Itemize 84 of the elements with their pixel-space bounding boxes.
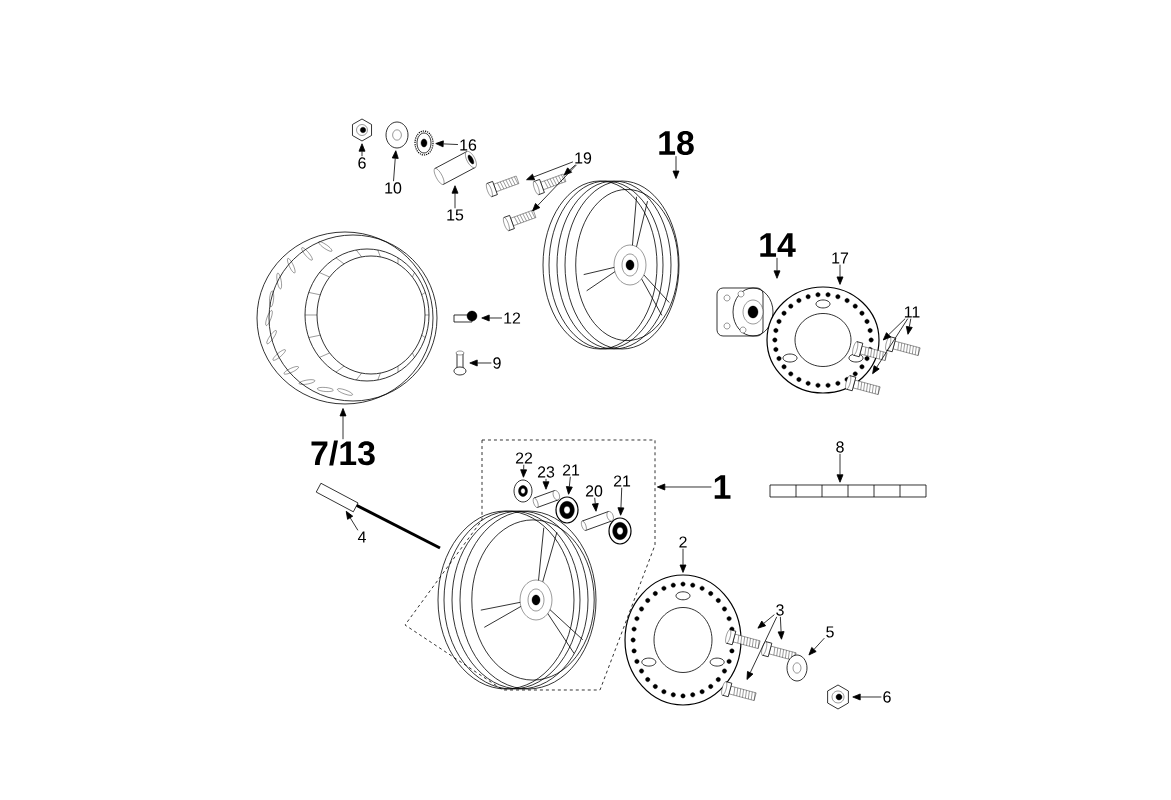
leader-line bbox=[565, 476, 573, 495]
brake-disc bbox=[766, 286, 880, 394]
leader-line bbox=[808, 637, 825, 656]
washer bbox=[786, 654, 808, 682]
callout-number: 11 bbox=[904, 306, 920, 318]
callout-number: 22 bbox=[515, 452, 533, 464]
leader-line bbox=[451, 185, 459, 209]
leader-line bbox=[526, 161, 574, 181]
bolt bbox=[533, 173, 567, 196]
clip bbox=[453, 310, 478, 323]
screw bbox=[845, 375, 881, 395]
callout-number: 10 bbox=[385, 182, 402, 194]
callout-number: 12 bbox=[504, 312, 521, 324]
seal-ring bbox=[513, 479, 533, 503]
collar bbox=[532, 490, 560, 508]
bearing bbox=[608, 517, 632, 545]
leader-line bbox=[672, 155, 680, 179]
callout-number: 23 bbox=[537, 466, 555, 478]
callout-number: 21 bbox=[613, 475, 631, 487]
leader-line bbox=[679, 548, 687, 573]
screw bbox=[852, 341, 888, 361]
nut bbox=[352, 118, 372, 142]
leader-line bbox=[777, 616, 785, 640]
callout-number: 7/13 bbox=[311, 440, 375, 466]
callout-number: 6 bbox=[883, 691, 891, 703]
leader-line bbox=[532, 164, 577, 212]
leader-line bbox=[435, 140, 459, 148]
callout-number: 18 bbox=[659, 131, 694, 155]
bolt bbox=[503, 209, 537, 232]
callout-number: 17 bbox=[832, 252, 849, 264]
callout-number: 5 bbox=[826, 626, 834, 638]
leader-line bbox=[852, 693, 882, 701]
leader-line bbox=[905, 318, 913, 335]
callout-number: 15 bbox=[447, 209, 464, 221]
lock-washer bbox=[414, 130, 434, 156]
callout-number: 14 bbox=[760, 233, 796, 257]
bearing bbox=[555, 496, 579, 524]
leader-line bbox=[339, 408, 347, 440]
tire bbox=[256, 231, 438, 405]
leader-line bbox=[520, 464, 528, 478]
leader-line bbox=[345, 510, 359, 531]
callout-number: 2 bbox=[679, 536, 687, 548]
leader-line bbox=[542, 478, 550, 490]
screw bbox=[721, 681, 757, 701]
nut bbox=[827, 684, 849, 710]
hub bbox=[716, 287, 774, 337]
tire-valve bbox=[453, 350, 467, 376]
screw bbox=[761, 641, 797, 661]
wheel-rim bbox=[542, 180, 680, 350]
leader-line bbox=[656, 483, 712, 491]
leader-line bbox=[469, 359, 492, 367]
leader-line bbox=[746, 616, 778, 680]
collar bbox=[581, 511, 614, 531]
leader-line bbox=[591, 497, 599, 512]
screw bbox=[725, 629, 761, 649]
leader-line bbox=[563, 164, 576, 176]
leader-line bbox=[757, 614, 775, 629]
assembly-outline bbox=[404, 439, 656, 691]
part bbox=[437, 510, 597, 690]
washer bbox=[385, 121, 409, 149]
leader-line bbox=[836, 453, 844, 483]
callout-number: 16 bbox=[460, 139, 477, 151]
callout-number: 3 bbox=[776, 604, 784, 616]
leader-line bbox=[773, 257, 781, 279]
balance-weight-strip bbox=[769, 484, 927, 498]
leader-line bbox=[617, 487, 625, 516]
screw bbox=[885, 336, 921, 356]
callout-number: 19 bbox=[575, 152, 592, 164]
leader-line bbox=[358, 143, 366, 157]
leader-line bbox=[882, 318, 906, 341]
callout-number: 20 bbox=[585, 485, 603, 497]
leader-line bbox=[836, 264, 844, 285]
callout-number: 9 bbox=[493, 357, 501, 369]
brake-disc bbox=[624, 574, 742, 706]
callout-number: 6 bbox=[358, 157, 366, 169]
leader-line bbox=[481, 314, 503, 322]
callout-number: 21 bbox=[562, 464, 580, 476]
callout-number: 1 bbox=[714, 475, 731, 499]
callout-number: 8 bbox=[836, 441, 844, 453]
leader-line bbox=[872, 318, 909, 375]
leader-line bbox=[391, 150, 399, 182]
bolt bbox=[486, 175, 520, 198]
spacer-sleeve bbox=[433, 151, 477, 185]
axle bbox=[315, 482, 441, 550]
